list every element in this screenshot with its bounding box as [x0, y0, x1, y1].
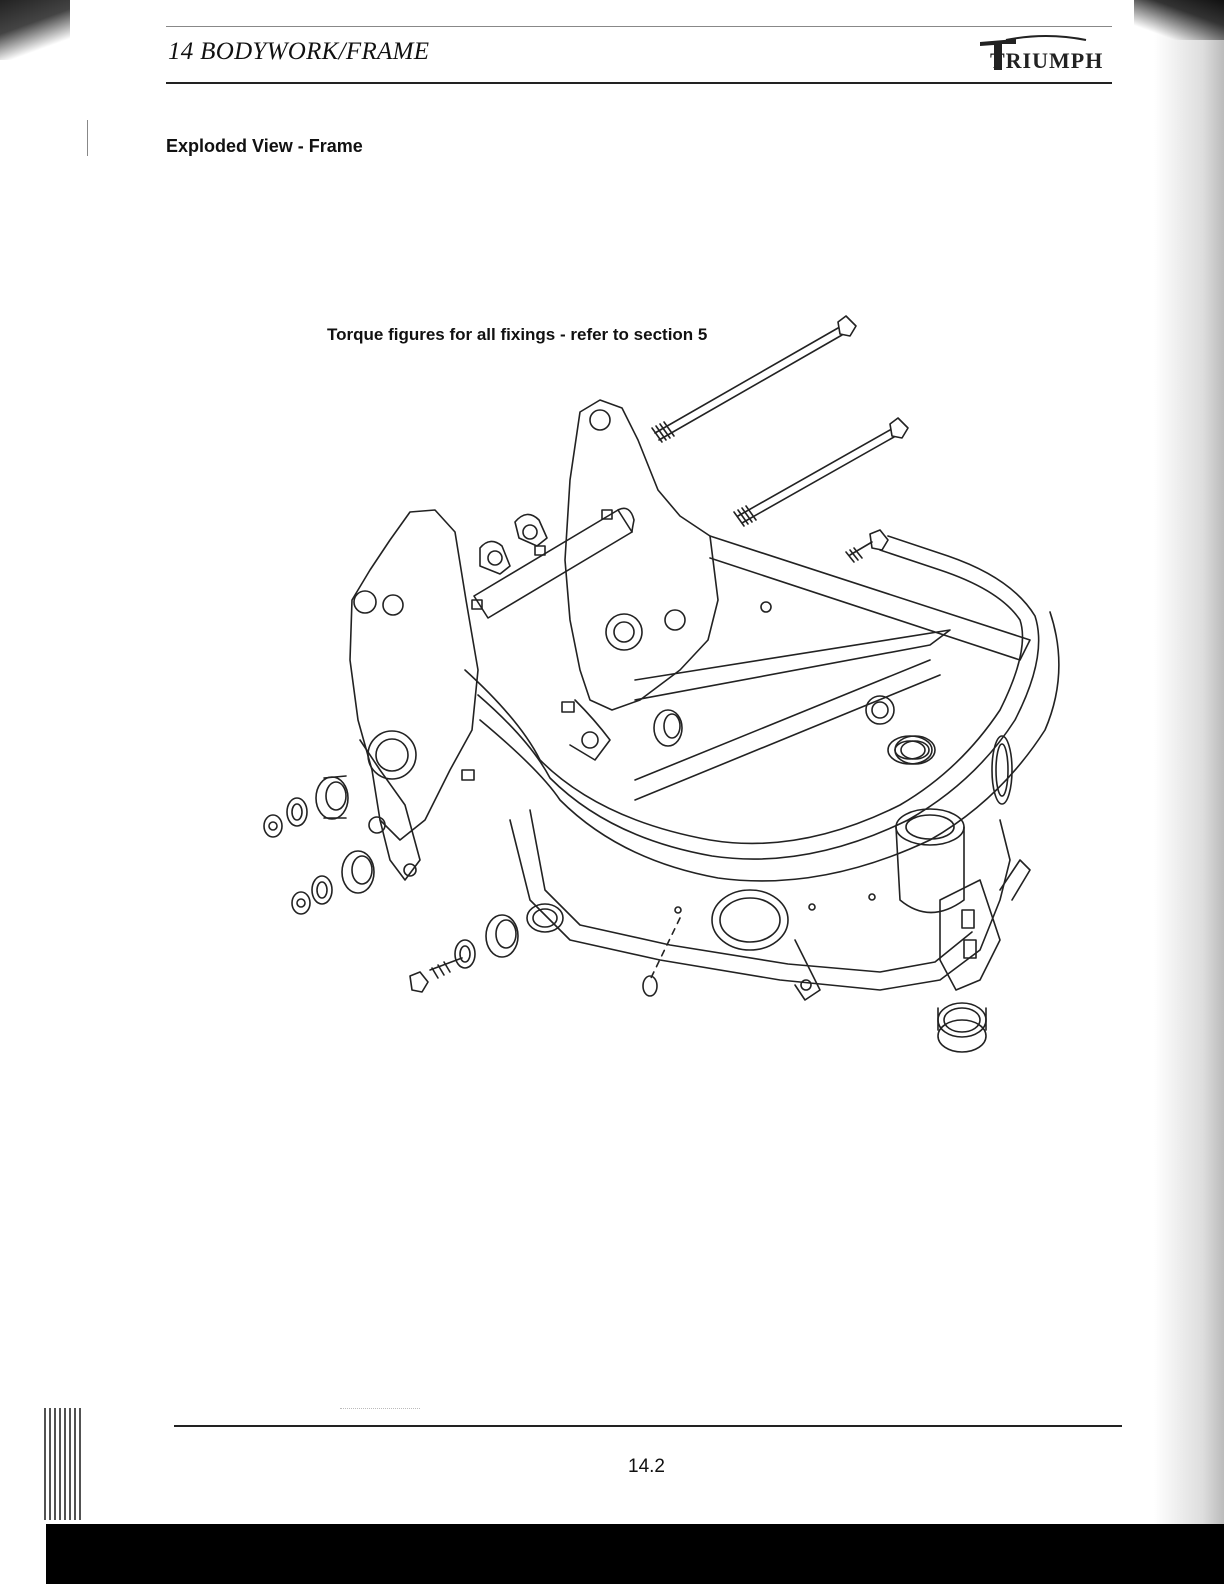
frame-exploded-diagram [240, 300, 1120, 1080]
mount-hardware-upper [264, 776, 348, 837]
frame-main-body [350, 400, 1059, 1000]
scan-left-edge-lower [0, 0, 46, 1584]
long-bolt-upper [652, 316, 856, 442]
brand-logo: TRIUMPH [976, 34, 1112, 74]
page-number: 14.2 [628, 1456, 665, 1478]
page-header-title: 14 BODYWORK/FRAME [168, 38, 429, 66]
scan-blot-bottom [44, 1408, 84, 1520]
scan-dots [340, 1408, 420, 1410]
mount-hardware-middle [292, 851, 374, 914]
scan-corner-top [1134, 0, 1224, 40]
margin-mark [87, 120, 88, 156]
center-spacer [654, 710, 682, 746]
footer-rule [174, 1425, 1122, 1427]
scan-bottom-edge [46, 1524, 1224, 1584]
header-rule-bottom [166, 82, 1112, 84]
brand-logo-text: TRIUMPH [990, 48, 1103, 73]
long-bolt-lower [734, 418, 908, 526]
scan-right-edge [1154, 0, 1224, 1584]
header-rule-top [166, 26, 1112, 27]
mount-hardware-lower [410, 915, 518, 992]
short-bolt [846, 530, 888, 562]
section-heading: Exploded View - Frame [166, 136, 363, 157]
swing-arm-bearing [888, 736, 986, 1052]
